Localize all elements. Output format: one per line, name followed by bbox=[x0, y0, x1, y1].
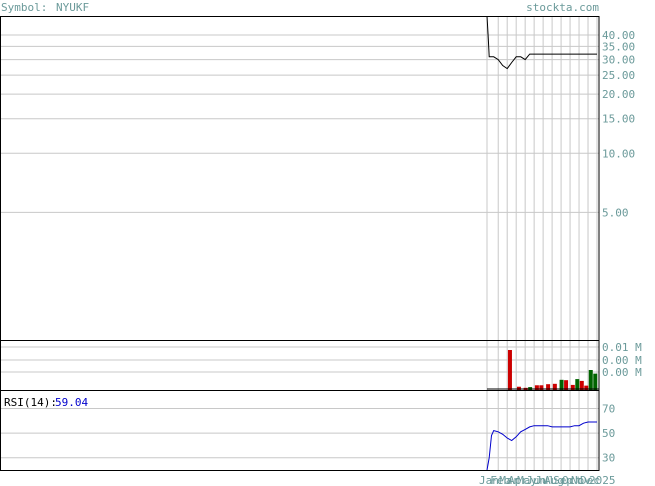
x-tick-label: Jan bbox=[479, 474, 499, 486]
x-tick-label: Mar bbox=[499, 474, 519, 486]
volume-bar bbox=[539, 385, 544, 390]
volume-tick-label: 0.00 M bbox=[602, 366, 642, 379]
x-tick-label: Jul bbox=[535, 474, 555, 486]
volume-bar bbox=[584, 385, 589, 390]
volume-bar bbox=[516, 386, 521, 390]
x-tick-label: Feb bbox=[490, 474, 510, 486]
price-line bbox=[486, 15, 597, 70]
x-tick-label: 2025 bbox=[589, 474, 616, 486]
x-tick-label: Nov bbox=[571, 474, 591, 486]
price-tick-label: 40.00 bbox=[602, 29, 635, 42]
x-tick-label: Sep bbox=[553, 474, 573, 486]
x-tick-label: Oct bbox=[562, 474, 582, 486]
volume-bar bbox=[534, 385, 539, 390]
price-tick-label: 20.00 bbox=[602, 88, 635, 101]
grid-layer bbox=[0, 16, 599, 470]
rsi-line bbox=[486, 421, 597, 471]
symbol-value: NYUKF bbox=[56, 1, 89, 14]
volume-bar bbox=[559, 379, 564, 390]
rsi-tick-label: 70 bbox=[602, 402, 615, 415]
volume-bar bbox=[575, 379, 580, 390]
volume-bar bbox=[564, 380, 569, 390]
volume-bar bbox=[570, 384, 575, 390]
x-tick-label: Apr bbox=[508, 474, 528, 486]
volume-tick-label: 0.01 M bbox=[602, 341, 642, 354]
price-tick-label: 5.00 bbox=[602, 206, 629, 219]
volume-tick-label: 0.00 M bbox=[602, 354, 642, 367]
frame-layer bbox=[0, 16, 600, 471]
volume-bar bbox=[507, 350, 512, 390]
x-tick-label: Aug bbox=[544, 474, 564, 486]
price-tick-label: 25.00 bbox=[602, 69, 635, 82]
rsi-tick-label: 50 bbox=[602, 427, 615, 440]
volume-bar bbox=[593, 373, 598, 390]
price-tick-label: 30.00 bbox=[602, 54, 635, 67]
rsi-frame bbox=[0, 390, 600, 471]
x-tick-label: Dec bbox=[580, 474, 600, 486]
price-tick-label: 15.00 bbox=[602, 113, 635, 126]
site-name[interactable]: stockta.com bbox=[526, 1, 599, 14]
rsi-current-value: 59.04 bbox=[55, 396, 88, 409]
rsi-label: RSI(14): bbox=[4, 396, 57, 409]
volume-bar bbox=[588, 370, 593, 390]
symbol-label: Symbol: bbox=[1, 1, 47, 14]
marks-layer bbox=[486, 15, 599, 471]
price-tick-label: 35.00 bbox=[602, 40, 635, 53]
x-tick-label: Jun bbox=[526, 474, 546, 486]
volume-bar bbox=[579, 380, 584, 390]
x-tick-label: May bbox=[517, 474, 537, 486]
volume-bar bbox=[552, 383, 557, 390]
labels-layer: Symbol: NYUKF stockta.com RSI(14): 59.04… bbox=[1, 1, 642, 486]
price-tick-label: 10.00 bbox=[602, 147, 635, 160]
rsi-tick-label: 30 bbox=[602, 452, 615, 465]
volume-bar bbox=[546, 384, 551, 390]
